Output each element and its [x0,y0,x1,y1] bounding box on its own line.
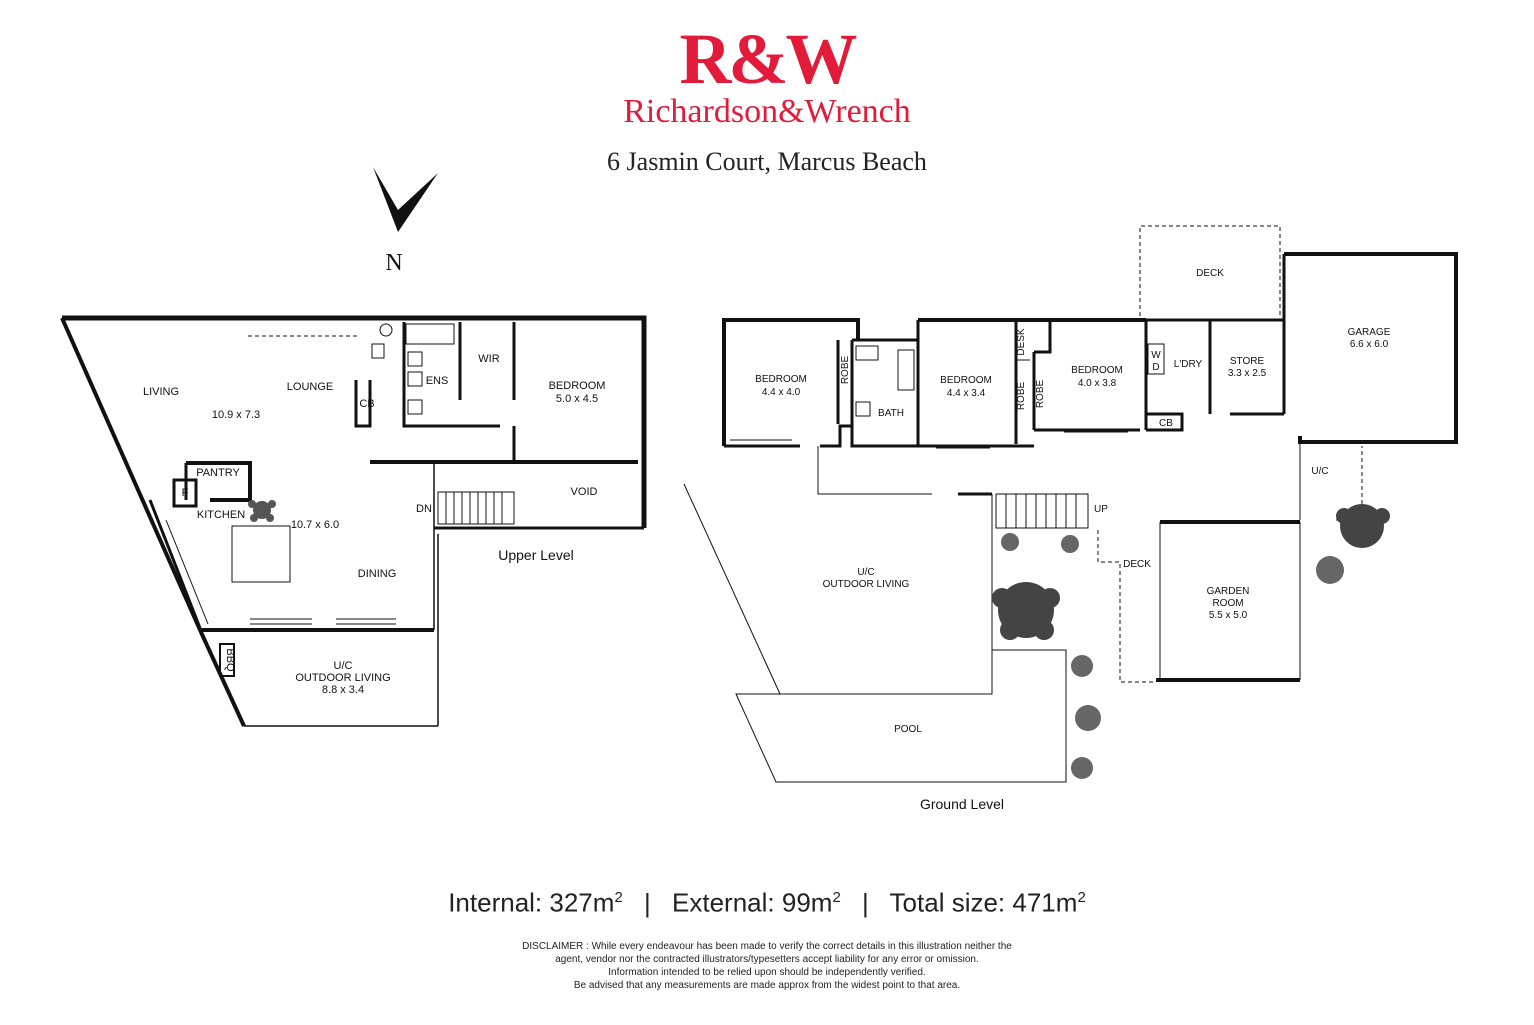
palm-large-1-icon [992,582,1060,640]
disclaimer-line: Information intended to be relied upon s… [608,967,926,978]
palm-large-2-icon [1336,504,1390,548]
room-void: VOID [571,486,598,498]
stats-separator-2: | [862,887,869,918]
room-cb-ground: CB [1159,418,1173,429]
room-robe2: ROBE [1016,382,1027,411]
room-living-size: 10.9 x 7.3 [212,409,260,421]
room-desk: DESK [1016,328,1027,356]
disclaimer-line: DISCLAIMER : While every endeavour has b… [522,941,1012,952]
external-label: External: [672,887,775,918]
room-bedroom: BEDROOM [549,380,606,392]
room-lounge: LOUNGE [287,381,333,393]
ground-level-labels: BEDROOM 4.4 x 4.0 ROBE BATH BEDROOM 4.4 … [755,268,1391,735]
plant-small-1-icon [1001,533,1019,551]
ground-level-plan [683,225,1458,783]
room-bed2: BEDROOM [940,375,992,386]
room-outdoor-uc: U/C [334,660,353,672]
room-garden-2: ROOM [1212,598,1243,609]
room-ldry: L'DRY [1174,359,1203,370]
external-unit-sup: 2 [832,889,841,906]
external-value: 99m [781,887,833,918]
room-pantry: PANTRY [196,467,240,479]
internal-value: 327m [549,887,615,918]
room-robe1: ROBE [840,356,851,385]
room-dining: DINING [358,568,397,580]
room-pool: POOL [894,724,922,735]
disclaimer-line: agent, vendor nor the contracted illustr… [555,954,979,965]
disclaimer: DISCLAIMER : While every endeavour has b… [0,940,1534,992]
room-bed1: BEDROOM [755,374,807,385]
room-bed3: BEDROOM [1071,365,1123,376]
room-store-size: 3.3 x 2.5 [1228,368,1267,379]
plant-small-5-icon [1075,705,1101,731]
room-fridge: F [182,487,189,499]
room-store: STORE [1230,356,1265,367]
upper-plant-icon [248,500,276,522]
brand-name: Richardson&Wrench [623,93,911,130]
ground-level-title: Ground Level [920,796,1004,812]
room-bed2-size: 4.4 x 3.4 [947,388,986,399]
appliance-d: D [1152,362,1159,373]
disclaimer-line: Be advised that any measurements are mad… [573,980,961,991]
room-uc-right: U/C [1311,466,1328,477]
total-label: Total size: [889,887,1006,918]
room-wir: WIR [478,353,499,365]
room-garage: GARAGE [1348,327,1391,338]
room-garden-1: GARDEN [1207,586,1250,597]
room-kitchen: KITCHEN [197,509,245,521]
room-garden-size: 5.5 x 5.0 [1209,610,1248,621]
north-label: N [385,250,403,276]
ground-plant-icons [992,504,1390,779]
brand-logo-mark: R&W [679,19,858,99]
upper-level-plan [60,315,647,727]
room-bed1-size: 4.4 x 4.0 [762,387,801,398]
total-unit-sup: 2 [1077,889,1086,906]
upper-level-labels: LIVING LOUNGE 10.9 x 7.3 CB ENS WIR BEDR… [143,353,605,696]
room-deck-top: DECK [1196,268,1224,279]
internal-unit-sup: 2 [614,889,623,906]
room-outdoor: OUTDOOR LIVING [295,672,390,684]
room-deck: DECK [1123,559,1151,570]
total-value: 471m [1012,887,1078,918]
room-outdoor-size: 8.8 x 3.4 [322,684,364,696]
stairs-dn: DN [416,503,432,515]
stats-separator-1: | [644,887,651,918]
upper-level-title: Upper Level [498,547,574,563]
room-bbq: BBQ [224,648,236,672]
room-outdoor-ground: OUTDOOR LIVING [823,579,910,590]
room-garage-size: 6.6 x 6.0 [1350,339,1389,350]
room-living: LIVING [143,386,179,398]
plant-small-2-icon [1061,535,1079,553]
room-bedroom-size: 5.0 x 4.5 [556,393,598,405]
internal-label: Internal: [448,887,543,918]
room-bed3-size: 4.0 x 3.8 [1078,378,1117,389]
area-stats: Internal: 327m2 | External: 99m2 | Total… [0,880,1534,921]
plant-small-3-icon [1316,556,1344,584]
room-outdoor-uc-ground: U/C [857,567,874,578]
property-address: 6 Jasmin Court, Marcus Beach [607,147,927,176]
room-bath: BATH [878,408,904,419]
room-cb: CB [359,398,374,410]
stairs-up: UP [1094,504,1108,515]
north-arrow-icon [373,167,438,232]
appliance-w: W [1151,350,1161,361]
plant-small-4-icon [1071,655,1093,677]
room-ens: ENS [426,375,449,387]
plant-small-6-icon [1071,757,1093,779]
room-robe3: ROBE [1035,380,1046,409]
room-kitchen-size: 10.7 x 6.0 [291,519,339,531]
